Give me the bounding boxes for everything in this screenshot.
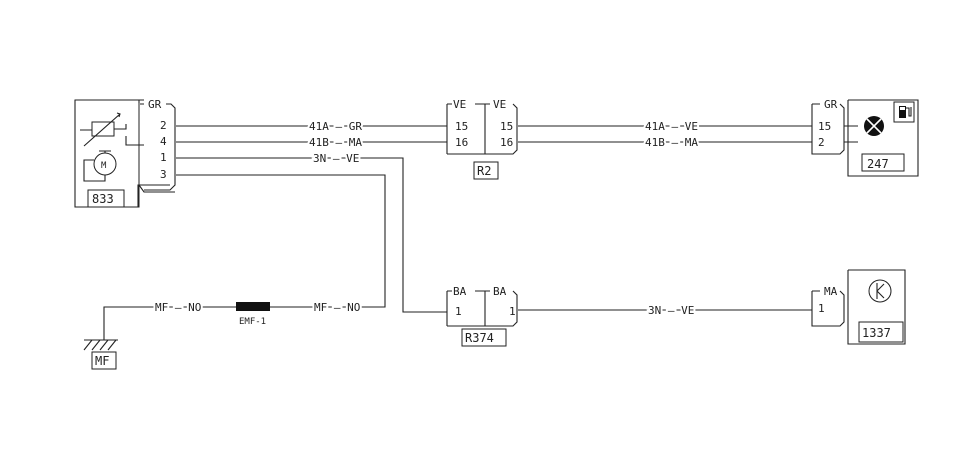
svg-text:16: 16: [455, 136, 468, 149]
svg-text:BA: BA: [453, 285, 467, 298]
c833-label: 833: [92, 192, 114, 206]
motor-icon: M: [83, 150, 117, 182]
svg-text:MF — NO: MF — NO: [314, 301, 360, 314]
component-247: GR 15 2 247: [811, 98, 919, 177]
svg-text:15: 15: [455, 120, 468, 133]
svg-text:1: 1: [509, 305, 516, 318]
c833-connector-color: GR: [148, 98, 162, 111]
rheostat-icon: [80, 112, 144, 147]
wire-41b-ma: 41B — MA: [176, 134, 447, 151]
warning-lamp-icon: [864, 116, 884, 136]
wire-3n-ve-bottom: 3N — VE: [518, 302, 812, 319]
svg-text:2: 2: [818, 136, 825, 149]
motor-letter: M: [101, 161, 107, 171]
wire-pin3-to-ground: MF — NO: [176, 174, 386, 316]
connector-r374: BA BA 1 1 R374: [446, 285, 518, 347]
c1337-label: 1337: [862, 326, 891, 340]
fuel-pump-icon: [893, 101, 915, 123]
svg-text:VE: VE: [493, 98, 506, 111]
c833-pin-3: 3: [160, 168, 167, 181]
connector-r2: VE VE 15 16 15 16 R2: [446, 98, 518, 180]
c247-label: 247: [867, 157, 889, 171]
component-833: GR 2 4 1 3 M 833: [74, 98, 176, 208]
wire-41b-ma-right: 41B — MA: [518, 134, 812, 151]
wire-41a-ve: 41A — VE: [518, 118, 812, 135]
r374-label: R374: [465, 331, 494, 345]
svg-text:1: 1: [818, 302, 825, 315]
fuse-emf-1: EMF-1: [236, 302, 270, 327]
svg-text:15: 15: [818, 120, 831, 133]
wire-3n-ve-top: 3N — VE: [176, 150, 447, 313]
r2-label: R2: [477, 164, 491, 178]
ground-label: MF: [95, 354, 109, 368]
ground-mf: MF — NO MF: [83, 299, 236, 370]
component-1337: MA 1 1337: [811, 269, 906, 345]
c833-pin-1: 1: [160, 151, 167, 164]
svg-text:MA: MA: [824, 285, 838, 298]
svg-text:41B — MA: 41B — MA: [309, 136, 362, 149]
speed-sensor-icon: [868, 279, 892, 303]
svg-text:41A — VE: 41A — VE: [645, 120, 698, 133]
wire-41a-gr: 41A — GR: [176, 118, 447, 135]
c833-pin-4: 4: [160, 135, 167, 148]
svg-text:41B — MA: 41B — MA: [645, 136, 698, 149]
svg-text:VE: VE: [453, 98, 466, 111]
svg-text:GR: GR: [824, 98, 838, 111]
svg-text:3N — VE: 3N — VE: [648, 304, 694, 317]
c833-pin-2: 2: [160, 119, 167, 132]
svg-text:1: 1: [455, 305, 462, 318]
svg-text:16: 16: [500, 136, 513, 149]
svg-text:MF — NO: MF — NO: [155, 301, 201, 314]
svg-text:15: 15: [500, 120, 513, 133]
svg-text:3N — VE: 3N — VE: [313, 152, 359, 165]
svg-text:BA: BA: [493, 285, 507, 298]
fuse-label: EMF-1: [239, 317, 266, 327]
svg-text:41A — GR: 41A — GR: [309, 120, 362, 133]
